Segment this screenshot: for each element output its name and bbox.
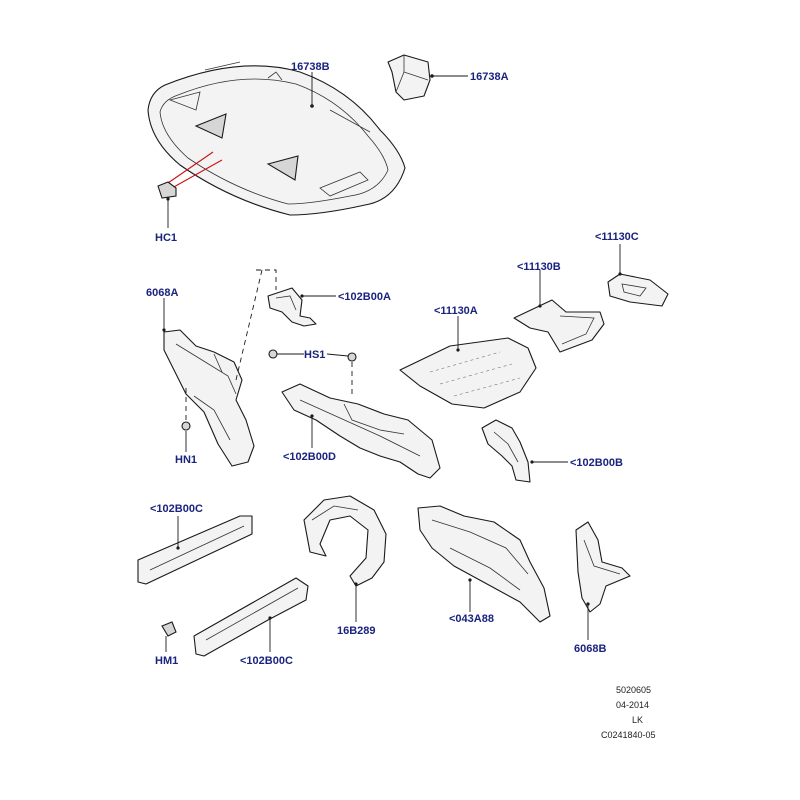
callout-11130a: <11130A [434, 305, 478, 317]
callout-102b00d: <102B00D [283, 451, 336, 463]
heat-shield-a [399, 337, 537, 409]
screw-hs1-left [268, 349, 278, 359]
hood-insulator-pad [147, 61, 406, 216]
meta-date: 04-2014 [616, 700, 649, 710]
callout-11130c: <11130C [595, 231, 639, 243]
support-bar-lower [193, 577, 309, 657]
callout-hc1: HC1 [155, 232, 177, 244]
callout-16738b: 16738B [291, 61, 330, 73]
nut-hn1 [181, 421, 191, 431]
wheel-arch-liner [303, 495, 387, 587]
cross-member-d [281, 383, 441, 479]
callout-102b00c-top: <102B00C [150, 503, 203, 515]
callout-16b289: 16B289 [337, 625, 376, 637]
clip-hm1 [161, 621, 177, 637]
bracket-a [267, 287, 317, 327]
bracket-b [481, 419, 531, 483]
callout-11130b: <11130B [517, 261, 561, 273]
side-panel-043a88 [417, 505, 551, 623]
callout-6068a: 6068A [146, 287, 178, 299]
screw-hs1-right [347, 352, 357, 362]
callout-hn1: HN1 [175, 454, 197, 466]
callout-16738a: 16738A [470, 71, 509, 83]
callout-hm1: HM1 [155, 655, 178, 667]
side-panel-left [163, 329, 255, 467]
callout-102b00b: <102B00B [570, 457, 623, 469]
callout-6068b: 6068B [574, 643, 606, 655]
insulator-block [387, 54, 431, 101]
heat-shield-plate-c [607, 273, 669, 307]
hood-clip [157, 181, 177, 199]
callout-102b00c-bottom: <102B00C [240, 655, 293, 667]
side-panel-right [575, 521, 631, 613]
meta-reference: C0241840-05 [601, 730, 656, 740]
callout-hs1: HS1 [304, 349, 325, 361]
support-bar-upper [137, 515, 253, 585]
meta-author: LK [632, 715, 643, 725]
callout-043a88: <043A88 [449, 613, 494, 625]
heat-shield-b [513, 299, 605, 353]
callout-102b00a: <102B00A [338, 291, 391, 303]
meta-drawing-number: 5020605 [616, 685, 651, 695]
